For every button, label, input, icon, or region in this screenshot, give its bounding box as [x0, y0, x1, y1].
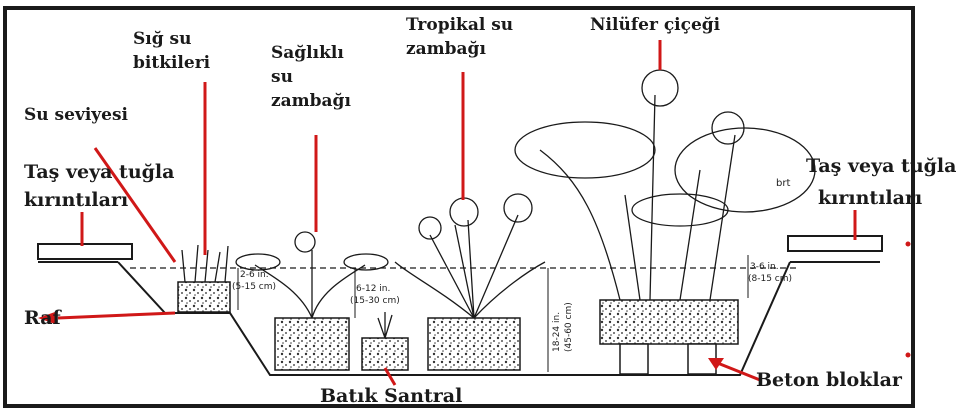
lotus-container — [600, 300, 738, 344]
concrete-blocks-label: Beton bloklar — [756, 368, 902, 392]
deep-depth-in: 18-24 in. — [552, 312, 562, 352]
tropical-lily-label-line2: zambağı — [406, 38, 486, 60]
stone-slab-right — [788, 236, 882, 251]
water-level-label: Su seviyesi — [24, 104, 128, 126]
deep-depth-cm: (45-60 cm) — [564, 302, 574, 352]
mid-depth-in: 6-12 in. — [356, 284, 390, 294]
stone-rubble-right-label-line2: kırıntıları — [818, 186, 922, 210]
tropical-lily-container — [428, 318, 520, 370]
submerged-plant-container — [362, 338, 408, 370]
stone-rubble-left-label-line2: kırıntıları — [24, 188, 128, 212]
stone-slab-left — [38, 244, 132, 259]
shallow-plants-label-line1: Sığ su — [133, 28, 191, 50]
stone-rubble-left-label-line1: Taş veya tuğla — [24, 160, 174, 184]
shallow-plants-label-line2: bitkileri — [133, 52, 210, 74]
shelf-container — [178, 282, 230, 312]
left-depth-cm: (5-15 cm) — [232, 282, 276, 292]
lotus-label: Nilüfer çiçeği — [590, 14, 720, 36]
healthy-lily-label-line3: zambağı — [271, 90, 351, 112]
stone-rubble-right-label-line1: Taş veya tuğla — [806, 154, 956, 178]
right-depth-cm: (8-15 cm) — [748, 274, 792, 284]
brt-mark: brt — [776, 178, 790, 189]
left-depth-in: 2-6 in. — [240, 270, 269, 280]
tropical-lily-label-line1: Tropikal su — [406, 14, 513, 36]
mid-depth-cm: (15-30 cm) — [350, 296, 400, 306]
submerged-plant-label: Batık Santral — [320, 384, 462, 408]
healthy-lily-label-line2: su — [271, 66, 293, 88]
healthy-lily-container — [275, 318, 349, 370]
healthy-lily-label-line1: Sağlıklı — [271, 42, 344, 64]
concrete-block-1 — [620, 344, 648, 374]
shelf-label: Raf — [24, 306, 61, 330]
right-depth-in: 3-6 in. — [750, 262, 779, 272]
